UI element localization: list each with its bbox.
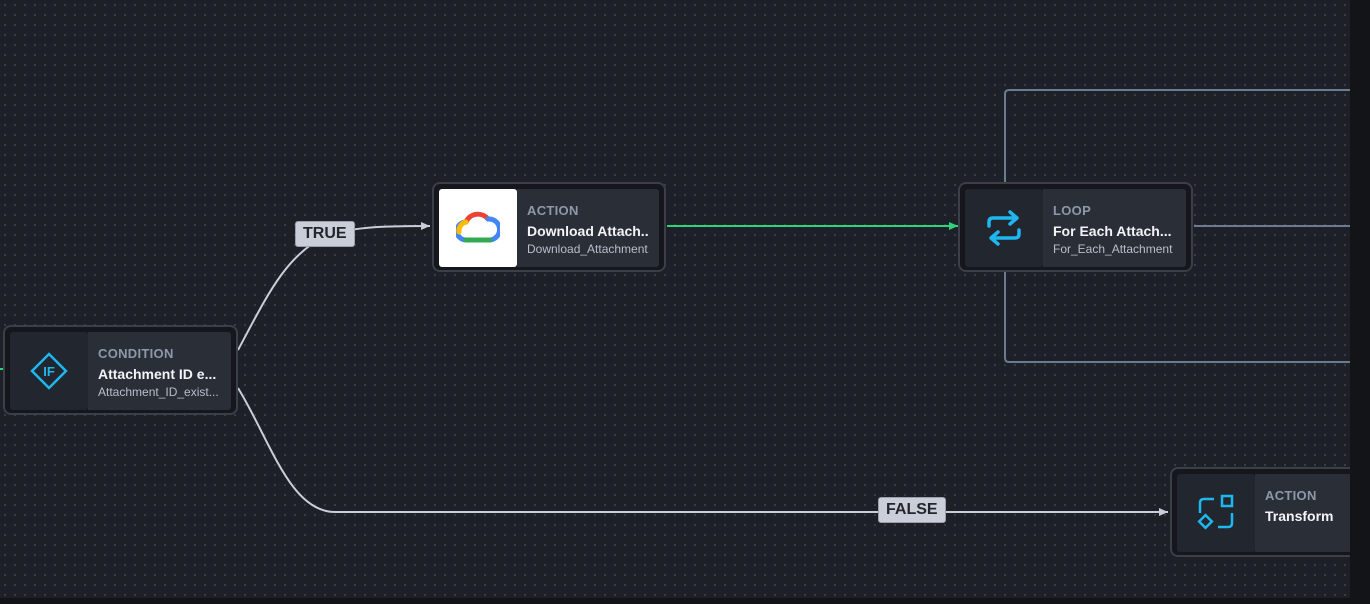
google-cloud-icon [456, 211, 500, 243]
false-edge-label[interactable]: FALSE [878, 497, 946, 523]
condition-subtitle: Attachment_ID_exist... [98, 385, 219, 399]
canvas-bottom-edge [0, 598, 1370, 604]
condition-node[interactable]: IF CONDITION Attachment ID e... Attachme… [3, 325, 238, 415]
loop-node[interactable]: LOOP For Each Attach... For_Each_Attachm… [958, 182, 1193, 272]
download-kind: ACTION [527, 203, 579, 218]
download-subtitle: Download_Attachment... [527, 242, 649, 256]
transform-icon-box [1177, 474, 1255, 552]
loop-subtitle: For_Each_Attachment [1053, 242, 1173, 256]
condition-title: Attachment ID e... [98, 366, 217, 382]
loop-kind: LOOP [1053, 203, 1092, 218]
transform-node[interactable]: ACTION Transform [1170, 467, 1370, 557]
condition-kind: CONDITION [98, 346, 174, 361]
download-icon-box [439, 189, 517, 267]
loop-bottom-edge[interactable] [1004, 272, 1350, 363]
repeat-arrows-icon [987, 210, 1021, 246]
transform-kind: ACTION [1265, 488, 1317, 503]
loop-title: For Each Attach... [1053, 223, 1172, 239]
false-edge[interactable] [237, 387, 1168, 516]
download-attachment-node[interactable]: ACTION Download Attach... Download_Attac… [432, 182, 666, 272]
transform-shapes-icon [1197, 494, 1234, 530]
loop-top-edge[interactable] [1004, 89, 1350, 182]
if-diamond-icon: IF [30, 352, 68, 390]
loop-icon-box [965, 189, 1043, 267]
canvas-right-edge [1350, 0, 1370, 604]
transform-title: Transform [1265, 508, 1334, 524]
condition-icon-box: IF [10, 332, 88, 410]
svg-text:IF: IF [43, 364, 55, 379]
download-title: Download Attach... [527, 223, 649, 239]
true-edge-label[interactable]: TRUE [295, 221, 355, 247]
